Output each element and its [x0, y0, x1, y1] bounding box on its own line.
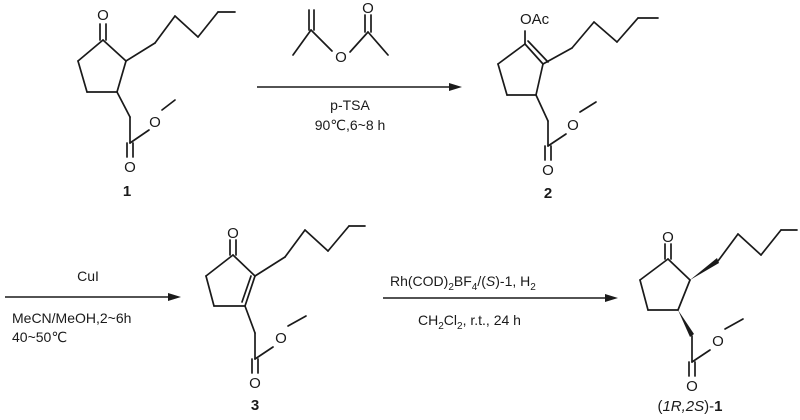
- step3-solvent-conditions: CH2Cl2, r.t., 24 h: [418, 312, 521, 332]
- compound-3-ketone-oxygen: O: [227, 225, 239, 242]
- product-carbonyl-oxygen: O: [686, 378, 698, 395]
- compound-1-carbonyl-oxygen: O: [124, 159, 136, 176]
- reaction-arrow-2: [5, 293, 181, 301]
- compound-3-carbonyl-oxygen: O: [249, 375, 261, 392]
- step2-temperature: 40~50℃: [12, 329, 67, 345]
- product-structure: [639, 229, 798, 377]
- compound-1-ketone-oxygen: O: [97, 7, 109, 24]
- product-ester-oxygen: O: [712, 333, 724, 350]
- reaction-arrow-1: [257, 83, 462, 91]
- compound-3-ester-oxygen: O: [275, 330, 287, 347]
- step3-catalyst: Rh(COD)2BF4/(S)-1, H2: [390, 273, 536, 293]
- reaction-arrow-3: [383, 294, 618, 302]
- product-label: (1R,2S)-1: [657, 398, 722, 415]
- isopropenyl-acetate-reagent: [292, 9, 389, 56]
- step2-reagent: CuI: [77, 268, 99, 284]
- reagent-carbonyl-oxygen: O: [362, 0, 374, 17]
- compound-3-structure: [205, 225, 366, 374]
- compound-1-ester-oxygen: O: [149, 114, 161, 131]
- compound-2-label: 2: [544, 185, 552, 202]
- compound-1-structure: [77, 11, 236, 158]
- compound-1-label: 1: [123, 183, 131, 200]
- step1-conditions: 90℃,6~8 h: [315, 117, 386, 133]
- compound-2-acetate-group: OAc: [520, 11, 550, 28]
- compound-2-ester-oxygen: O: [567, 117, 579, 134]
- reagent-ester-oxygen: O: [335, 49, 347, 66]
- product-ketone-oxygen: O: [662, 229, 674, 246]
- compound-3-label: 3: [251, 397, 259, 414]
- step2-solvent-time: MeCN/MeOH,2~6h: [12, 310, 131, 326]
- step1-catalyst: p-TSA: [330, 97, 370, 113]
- compound-2-carbonyl-oxygen: O: [542, 162, 554, 179]
- compound-2-structure: [497, 17, 659, 161]
